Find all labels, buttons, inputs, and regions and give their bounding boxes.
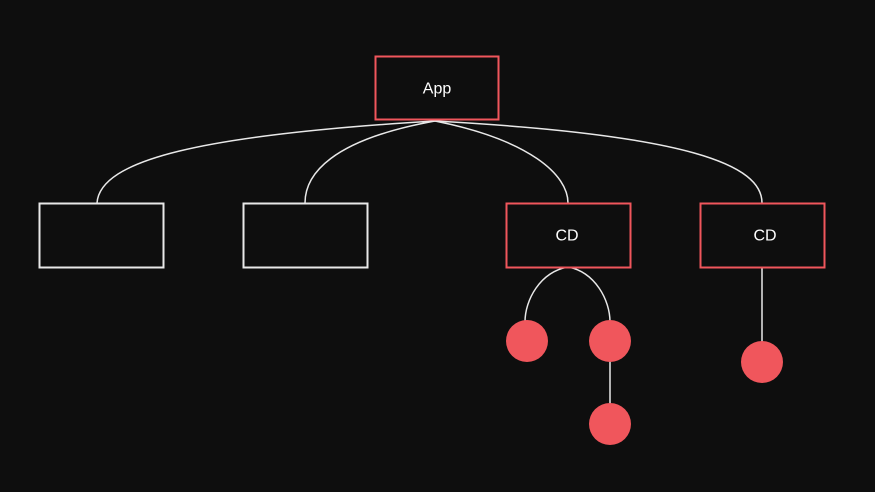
child-node-2-box — [242, 202, 369, 269]
child-node-2 — [242, 202, 369, 269]
edge-cd1-to-leaf-2 — [567, 266, 611, 323]
child-node-4-label: CD — [753, 228, 776, 245]
leaf-node-1 — [506, 320, 548, 362]
leaf-node-2 — [589, 320, 631, 362]
edge-app-to-child-1 — [96, 120, 436, 204]
child-node-3-cd: CD — [505, 202, 632, 269]
child-node-3-label: CD — [555, 228, 578, 245]
edge-cd1-to-leaf-1 — [524, 266, 569, 323]
child-node-3-box — [505, 202, 632, 269]
edge-app-to-child-4 — [434, 120, 763, 204]
root-node-box — [374, 55, 500, 121]
edge-app-to-child-2 — [304, 120, 436, 204]
root-node-label: App — [423, 81, 452, 98]
leaf-node-4 — [741, 341, 783, 383]
child-node-4-box — [699, 202, 826, 269]
edge-app-to-child-3 — [434, 120, 569, 204]
leaf-node-3 — [589, 403, 631, 445]
root-node-app: App — [374, 55, 500, 121]
child-node-1 — [38, 202, 165, 269]
child-node-1-box — [38, 202, 165, 269]
child-node-4-cd: CD — [699, 202, 826, 269]
